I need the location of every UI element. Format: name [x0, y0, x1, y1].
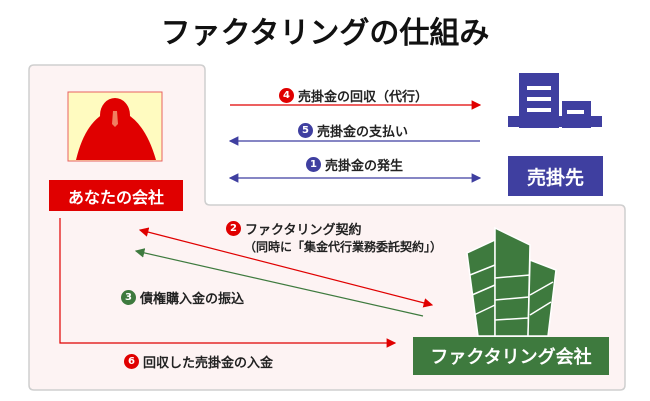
diagram-title: ファクタリングの仕組み: [160, 16, 490, 51]
debtor-box: 売掛先: [508, 156, 603, 196]
arrow-step2: [138, 227, 434, 308]
debtor-building-icon: [508, 73, 602, 128]
arrow-step6: [59, 218, 397, 348]
person-icon: [67, 91, 163, 162]
factoring-company-box: ファクタリング会社: [413, 337, 609, 375]
arrow-step3: [134, 248, 424, 317]
your-company-box: あなたの会社: [49, 180, 183, 211]
factoring-building-icon: [466, 226, 557, 337]
step2-sublabel: （同時に「集金代行業務委託契約」）: [244, 240, 443, 254]
